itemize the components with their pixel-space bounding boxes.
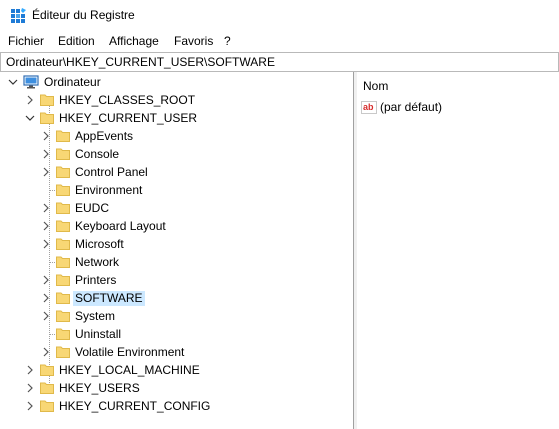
tree-node-system[interactable]: System xyxy=(0,307,340,325)
menu-edition[interactable]: Edition xyxy=(58,34,95,48)
tree-node-volatile-environment[interactable]: Volatile Environment xyxy=(0,343,340,361)
values-pane[interactable]: Nom ab (par défaut) xyxy=(357,72,559,429)
tree-node-ordinateur[interactable]: Ordinateur xyxy=(0,73,340,91)
menu-help[interactable]: ? xyxy=(224,34,231,48)
tree-node-label: Printers xyxy=(75,273,117,287)
tree-node-label: Control Panel xyxy=(75,165,148,179)
tree-node-environment[interactable]: Environment xyxy=(0,181,340,199)
tree-node-label: System xyxy=(75,309,116,323)
chevron-right-icon[interactable] xyxy=(41,346,51,358)
tree-node-microsoft[interactable]: Microsoft xyxy=(0,235,340,253)
chevron-right-icon[interactable] xyxy=(41,292,51,304)
chevron-right-icon[interactable] xyxy=(41,148,51,160)
folder-icon xyxy=(40,112,54,124)
value-row[interactable]: ab (par défaut) xyxy=(361,98,551,116)
chevron-down-icon[interactable] xyxy=(8,76,18,88)
folder-icon xyxy=(56,256,70,268)
tree-node-label: Volatile Environment xyxy=(75,345,185,359)
folder-icon xyxy=(40,382,54,394)
tree-node-printers[interactable]: Printers xyxy=(0,271,340,289)
title-bar: Éditeur du Registre xyxy=(0,0,559,31)
window-title: Éditeur du Registre xyxy=(32,8,135,22)
tree-node-control-panel[interactable]: Control Panel xyxy=(0,163,340,181)
folder-icon xyxy=(56,274,70,286)
tree-node-label: SOFTWARE xyxy=(73,291,145,306)
folder-icon xyxy=(56,238,70,250)
chevron-right-icon[interactable] xyxy=(25,382,35,394)
tree-node-label: Uninstall xyxy=(75,327,122,341)
chevron-right-icon[interactable] xyxy=(25,94,35,106)
computer-icon xyxy=(23,75,39,89)
tree-node-label: AppEvents xyxy=(75,129,134,143)
folder-icon xyxy=(56,346,70,358)
folder-icon xyxy=(40,94,54,106)
registry-editor-icon xyxy=(11,8,26,23)
tree-node-label: HKEY_LOCAL_MACHINE xyxy=(59,363,200,377)
chevron-right-icon[interactable] xyxy=(41,130,51,142)
address-bar[interactable]: Ordinateur\HKEY_CURRENT_USER\SOFTWARE xyxy=(0,52,559,72)
address-path[interactable]: Ordinateur\HKEY_CURRENT_USER\SOFTWARE xyxy=(6,55,275,69)
tree-node-label: EUDC xyxy=(75,201,110,215)
tree-node-hkey-users[interactable]: HKEY_USERS xyxy=(0,379,340,397)
tree-node-label: Network xyxy=(75,255,120,269)
tree-node-label: Ordinateur xyxy=(44,75,101,89)
folder-icon xyxy=(56,328,70,340)
tree-node-label: HKEY_CURRENT_CONFIG xyxy=(59,399,211,413)
tree-node-label: Console xyxy=(75,147,120,161)
key-tree[interactable]: Ordinateur HKEY_CLASSES_ROOT HKEY_CURREN… xyxy=(0,72,354,429)
tree-node-software[interactable]: SOFTWARE xyxy=(0,289,340,307)
tree-node-label: Environment xyxy=(75,183,143,197)
folder-icon xyxy=(40,364,54,376)
folder-icon xyxy=(40,400,54,412)
tree-guide-line xyxy=(49,190,57,191)
pane-splitter[interactable] xyxy=(354,72,357,429)
tree-node-appevents[interactable]: AppEvents xyxy=(0,127,340,145)
tree-node-hkey-current-config[interactable]: HKEY_CURRENT_CONFIG xyxy=(0,397,340,415)
menu-affichage[interactable]: Affichage xyxy=(109,34,159,48)
chevron-right-icon[interactable] xyxy=(41,274,51,286)
tree-node-hkey-local-machine[interactable]: HKEY_LOCAL_MACHINE xyxy=(0,361,340,379)
folder-icon xyxy=(56,202,70,214)
tree-node-hkey-classes-root[interactable]: HKEY_CLASSES_ROOT xyxy=(0,91,340,109)
chevron-right-icon[interactable] xyxy=(41,220,51,232)
menu-bar: Fichier Edition Affichage Favoris ? xyxy=(0,31,559,51)
tree-guide-line xyxy=(49,105,50,393)
menu-favoris[interactable]: Favoris xyxy=(174,34,214,48)
value-name: (par défaut) xyxy=(380,100,443,114)
folder-icon xyxy=(56,130,70,142)
tree-guide-line xyxy=(49,334,57,335)
column-header-nom[interactable]: Nom xyxy=(363,79,389,93)
tree-node-console[interactable]: Console xyxy=(0,145,340,163)
tree-node-keyboard-layout[interactable]: Keyboard Layout xyxy=(0,217,340,235)
chevron-right-icon[interactable] xyxy=(41,310,51,322)
tree-node-uninstall[interactable]: Uninstall xyxy=(0,325,340,343)
tree-guide-line xyxy=(49,262,57,263)
folder-icon xyxy=(56,310,70,322)
chevron-right-icon[interactable] xyxy=(41,166,51,178)
folder-icon xyxy=(56,166,70,178)
svg-text:ab: ab xyxy=(363,102,374,112)
menu-fichier[interactable]: Fichier xyxy=(8,34,45,48)
chevron-right-icon[interactable] xyxy=(41,238,51,250)
chevron-right-icon[interactable] xyxy=(41,202,51,214)
tree-node-label: HKEY_USERS xyxy=(59,381,140,395)
tree-node-eudc[interactable]: EUDC xyxy=(0,199,340,217)
chevron-right-icon[interactable] xyxy=(25,364,35,376)
tree-node-hkey-current-user[interactable]: HKEY_CURRENT_USER xyxy=(0,109,340,127)
string-value-icon: ab xyxy=(361,101,377,114)
tree-node-label: HKEY_CLASSES_ROOT xyxy=(59,93,196,107)
chevron-right-icon[interactable] xyxy=(25,400,35,412)
folder-icon xyxy=(56,148,70,160)
chevron-down-icon[interactable] xyxy=(25,112,35,124)
tree-node-label: HKEY_CURRENT_USER xyxy=(59,111,198,125)
tree-node-label: Microsoft xyxy=(75,237,124,251)
folder-icon xyxy=(56,220,70,232)
folder-icon xyxy=(56,292,70,304)
folder-icon xyxy=(56,184,70,196)
tree-node-network[interactable]: Network xyxy=(0,253,340,271)
tree-node-label: Keyboard Layout xyxy=(75,219,166,233)
